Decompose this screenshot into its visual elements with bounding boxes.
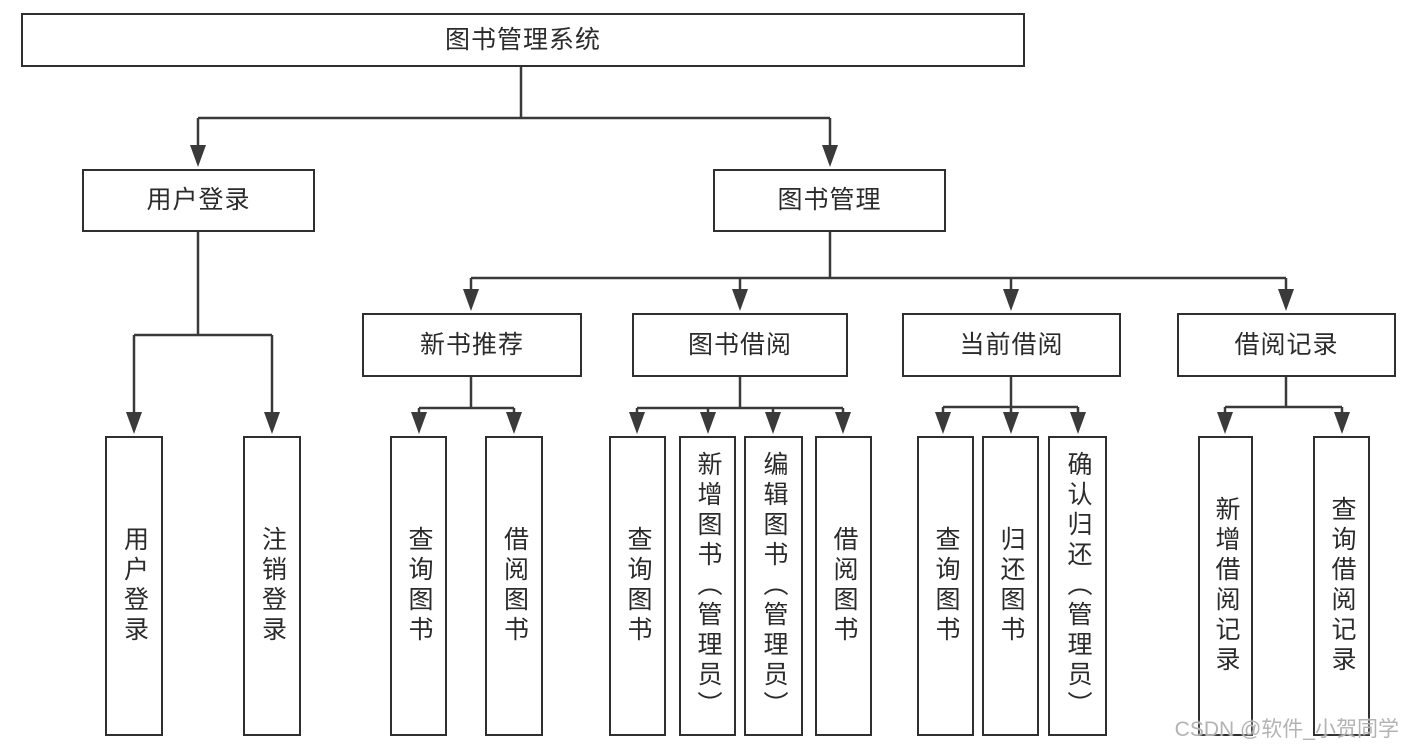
node-new-book-recommend: 新书推荐 — [362, 313, 582, 377]
node-label: 图书管理 — [777, 186, 882, 214]
leaf-query-books: 查询图书 — [917, 436, 974, 736]
leaf-borrow-books: 借阅图书 — [485, 436, 543, 736]
leaf-query-books: 查询图书 — [609, 436, 666, 736]
node-book-borrow: 图书借阅 — [632, 313, 848, 377]
leaf-confirm-return-admin: 确认归还（管理员） — [1048, 436, 1107, 736]
node-label: 归还图书 — [997, 526, 1025, 646]
node-current-borrow: 当前借阅 — [902, 313, 1121, 377]
node-label: 新增图书（管理员） — [694, 451, 722, 721]
node-label: 新书推荐 — [419, 330, 524, 359]
node-label: 图书管理系统 — [444, 25, 601, 54]
node-label: 用户登录 — [120, 526, 149, 646]
leaf-logout: 注销登录 — [243, 436, 301, 736]
node-label: 查询图书 — [624, 526, 652, 646]
node-borrow-records: 借阅记录 — [1177, 313, 1396, 377]
leaf-add-borrow-record: 新增借阅记录 — [1198, 436, 1253, 736]
node-label: 查询图书 — [932, 526, 960, 646]
leaf-query-books: 查询图书 — [390, 436, 447, 736]
node-label: 确认归还（管理员） — [1064, 451, 1092, 721]
node-label: 查询图书 — [405, 526, 433, 646]
node-label: 注销登录 — [258, 526, 287, 646]
leaf-edit-books-admin: 编辑图书（管理员） — [744, 436, 803, 736]
node-label: 新增借阅记录 — [1212, 496, 1240, 676]
leaf-user-login: 用户登录 — [105, 436, 163, 736]
node-label: 编辑图书（管理员） — [760, 451, 788, 721]
node-label: 用户登录 — [146, 186, 251, 214]
node-label: 借阅图书 — [830, 526, 858, 646]
node-library-management-system: 图书管理系统 — [21, 13, 1025, 67]
leaf-borrow-books: 借阅图书 — [815, 436, 872, 736]
leaf-add-books-admin: 新增图书（管理员） — [679, 436, 736, 736]
node-user-login: 用户登录 — [82, 169, 315, 232]
leaf-query-borrow-record: 查询借阅记录 — [1313, 436, 1370, 736]
leaf-return-books: 归还图书 — [982, 436, 1039, 736]
node-label: 查询借阅记录 — [1328, 496, 1356, 676]
node-label: 借阅图书 — [500, 526, 529, 646]
csdn-watermark: CSDN @软件_小贺同学 — [1174, 718, 1399, 741]
node-book-management: 图书管理 — [713, 169, 946, 232]
node-label: 借阅记录 — [1234, 330, 1339, 359]
node-label: 图书借阅 — [687, 330, 792, 359]
node-label: 当前借阅 — [959, 330, 1064, 359]
